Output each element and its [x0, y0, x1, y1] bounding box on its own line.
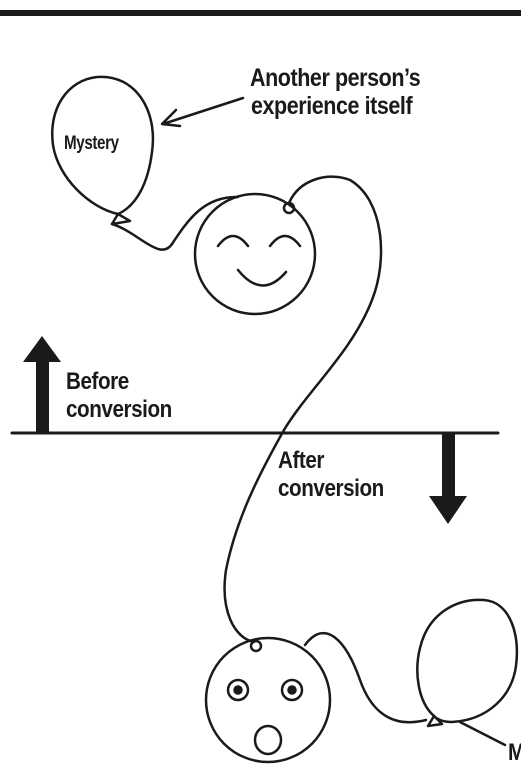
surprised-mouth [255, 726, 281, 754]
surprised-face-string-knot [251, 641, 261, 651]
pointer-head-top [162, 110, 180, 126]
down-arrow-shaft [442, 434, 455, 498]
bottom-balloon-label-cutoff: M [508, 741, 521, 765]
up-arrow-shaft [36, 360, 49, 433]
down-arrow-icon [429, 496, 467, 524]
bottom-balloon-knot [428, 716, 442, 726]
surprised-face-icon [206, 638, 330, 762]
surprised-right-eye-inner [289, 687, 296, 694]
before-conversion-label-line1: Before [66, 370, 129, 394]
surprised-left-eye-inner [235, 687, 242, 694]
bottom-balloon-icon [417, 600, 516, 722]
happy-face-icon [195, 194, 315, 314]
mystery-label: Mystery [64, 134, 119, 154]
happy-right-eye [270, 236, 300, 246]
pointer-line-bottom [460, 722, 505, 745]
happy-left-eye [218, 236, 248, 246]
up-arrow-icon [23, 336, 61, 362]
after-conversion-label-line1: After [278, 449, 324, 473]
balloon-string-bottom [305, 633, 426, 722]
mystery-balloon-knot [112, 214, 130, 224]
another-person-label-line2: experience itself [251, 94, 412, 118]
happy-mouth [238, 270, 286, 286]
another-person-label-line1: Another person’s [250, 66, 420, 90]
before-conversion-label-line2: conversion [66, 398, 172, 422]
after-conversion-label-line2: conversion [278, 477, 384, 501]
